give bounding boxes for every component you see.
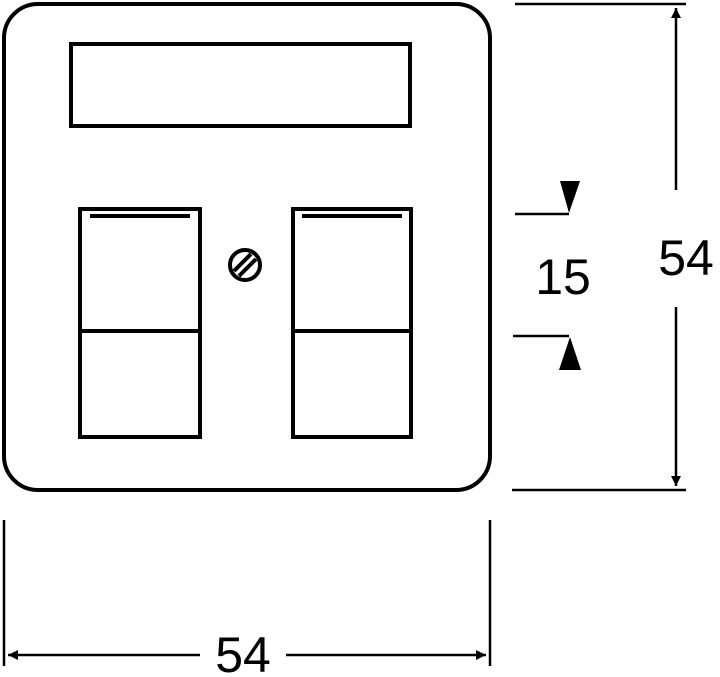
spacing-arrows — [559, 181, 581, 370]
port-left-outline — [78, 207, 202, 439]
port-right — [291, 207, 413, 439]
port-right-outline — [291, 207, 413, 439]
port-left — [78, 207, 202, 439]
height-dimension-label: 54 — [658, 230, 714, 286]
dimension-width — [2, 520, 492, 666]
width-dimension-label: 54 — [215, 627, 271, 677]
plate-outline — [2, 2, 492, 492]
dimension-port-spacing — [513, 212, 569, 338]
cover-plate — [2, 2, 492, 492]
arrow-up-icon — [559, 337, 581, 370]
arrow-down-icon — [560, 181, 580, 213]
label-field — [69, 42, 412, 128]
dimension-height — [512, 2, 686, 492]
screw-icon — [228, 248, 262, 282]
spacing-dimension-label: 15 — [535, 249, 591, 305]
